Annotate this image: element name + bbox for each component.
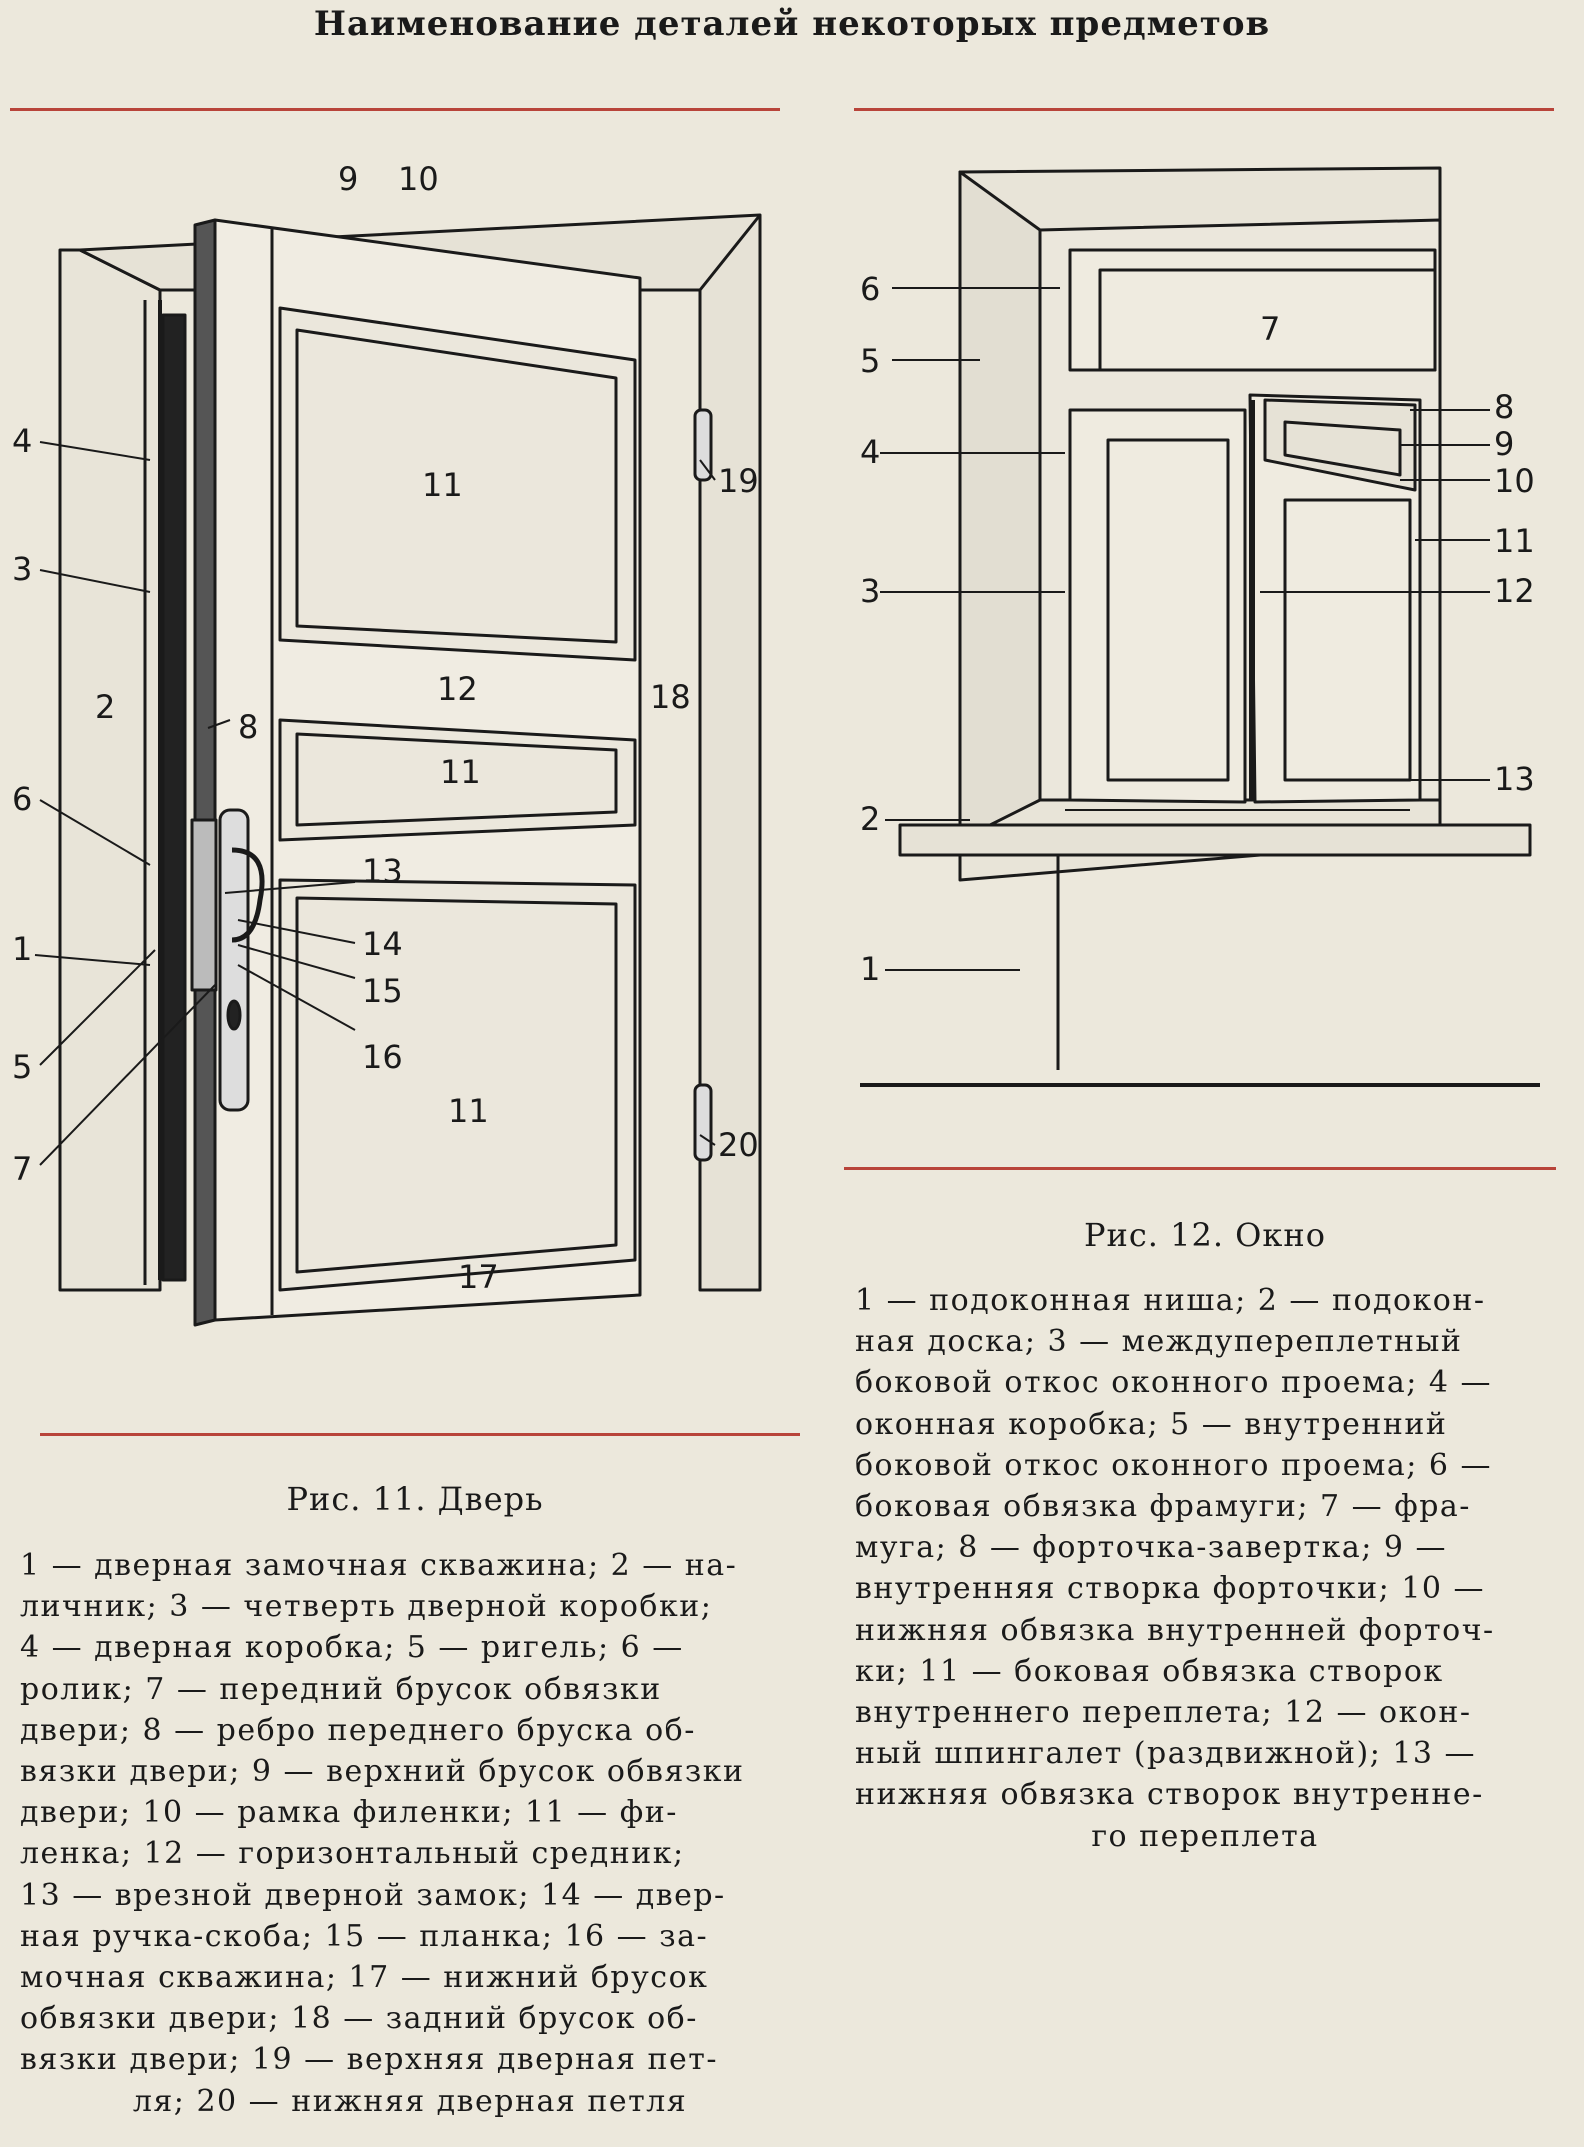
window-callout: 11 bbox=[1494, 522, 1535, 560]
window-legend-line: 1 — подоконная ниша; 2 — подокон- bbox=[855, 1283, 1486, 1318]
window-callout: 7 bbox=[1260, 310, 1280, 348]
door-legend: 1 — дверная замочная скважина; 2 — на- л… bbox=[20, 1545, 800, 2122]
door-callout: 8 bbox=[238, 708, 258, 746]
window-callout: 13 bbox=[1494, 760, 1535, 798]
window-legend-line: боковой откос оконного проема; 6 — bbox=[855, 1447, 1492, 1483]
door-callout: 20 bbox=[718, 1126, 759, 1164]
window-callout: 4 bbox=[860, 433, 880, 471]
window-legend: 1 — подоконная ниша; 2 — подокон- ная до… bbox=[855, 1280, 1555, 1857]
door-figure: 9 10 4 19 11 3 2 12 18 8 11 6 13 1 14 15… bbox=[0, 160, 800, 1360]
window-callout: 9 bbox=[1494, 425, 1514, 463]
door-callout: 11 bbox=[440, 753, 481, 791]
door-legend-line: обвязки двери; 18 — задний брусок об- bbox=[20, 2001, 698, 2037]
door-callout: 4 bbox=[12, 422, 32, 460]
window-callout: 10 bbox=[1494, 462, 1535, 500]
door-callout: 16 bbox=[362, 1038, 403, 1076]
divider-top-left bbox=[10, 108, 780, 111]
door-callout: 18 bbox=[650, 678, 691, 716]
door-legend-line: 1 — дверная замочная скважина; 2 — на- bbox=[20, 1548, 738, 1583]
divider-top-right bbox=[854, 108, 1554, 111]
door-legend-line: ля; 20 — нижняя дверная петля bbox=[132, 2083, 688, 2119]
door-legend-line: мочная скважина; 17 — нижний брусок bbox=[20, 1960, 709, 1996]
window-legend-line: нижняя обвязка внутренней форточ- bbox=[855, 1612, 1495, 1648]
window-legend-line: ки; 11 — боковая обвязка створок bbox=[855, 1653, 1444, 1689]
door-callout: 6 bbox=[12, 780, 32, 818]
window-caption: Рис. 12. Окно bbox=[1083, 1216, 1326, 1254]
door-callout: 12 bbox=[437, 670, 478, 708]
window-callout: 12 bbox=[1494, 572, 1535, 610]
door-legend-line: двери; 8 — ребро переднего бруска об- bbox=[20, 1712, 696, 1748]
door-legend-line: ная ручка-скоба; 15 — планка; 16 — за- bbox=[20, 1918, 709, 1954]
door-callout: 14 bbox=[362, 925, 403, 963]
door-callout: 17 bbox=[458, 1258, 499, 1296]
window-callout: 2 bbox=[860, 800, 880, 838]
window-legend-line: внутреннего переплета; 12 — окон- bbox=[855, 1695, 1472, 1731]
divider-window-bottom bbox=[844, 1167, 1556, 1170]
window-callout: 3 bbox=[860, 572, 880, 610]
door-callout: 11 bbox=[422, 466, 463, 504]
door-callout: 9 bbox=[338, 160, 358, 198]
window-legend-line: оконная коробка; 5 — внутренний bbox=[855, 1406, 1448, 1442]
window-callout: 8 bbox=[1494, 388, 1514, 426]
window-legend-line: боковая обвязка фрамуги; 7 — фра- bbox=[855, 1489, 1471, 1525]
window-legend-line: ный шпингалет (раздвижной); 13 — bbox=[855, 1736, 1477, 1772]
door-legend-line: вязки двери; 9 — верхний брусок обвязки bbox=[20, 1754, 745, 1790]
window-callout: 5 bbox=[860, 342, 880, 380]
door-callout: 1 bbox=[12, 930, 32, 968]
door-legend-line: 4 — дверная коробка; 5 — ригель; 6 — bbox=[20, 1630, 684, 1666]
door-callout: 19 bbox=[718, 462, 759, 500]
window-legend-line: внутренняя створка форточки; 10 — bbox=[855, 1571, 1486, 1607]
window-callout: 1 bbox=[860, 950, 880, 988]
door-legend-line: двери; 10 — рамка филенки; 11 — фи- bbox=[20, 1795, 678, 1831]
door-callout: 3 bbox=[12, 550, 32, 588]
door-callout: 5 bbox=[12, 1048, 32, 1086]
window-legend-line: нижняя обвязка створок внутренне- bbox=[855, 1777, 1484, 1813]
door-legend-line: ролик; 7 — передний брусок обвязки bbox=[20, 1671, 662, 1707]
window-legend-line: муга; 8 — форточка-завертка; 9 — bbox=[855, 1530, 1447, 1566]
window-legend-line: ная доска; 3 — междупереплетный bbox=[855, 1324, 1463, 1360]
door-caption: Рис. 11. Дверь bbox=[286, 1480, 544, 1518]
door-callout: 15 bbox=[362, 972, 403, 1010]
window-figure: 6 7 5 8 4 9 10 11 3 12 13 2 1 bbox=[840, 160, 1570, 1110]
page-title: Наименование деталей некоторых предметов bbox=[313, 4, 1271, 44]
door-callout: 2 bbox=[95, 688, 115, 726]
door-legend-line: ленка; 12 — горизонтальный средник; bbox=[20, 1836, 685, 1872]
door-callout: 11 bbox=[448, 1092, 489, 1130]
window-callout: 6 bbox=[860, 270, 880, 308]
door-callout: 10 bbox=[398, 160, 439, 198]
window-legend-line: го переплета bbox=[1091, 1818, 1319, 1854]
divider-door-bottom bbox=[40, 1433, 800, 1436]
door-legend-line: вязки двери; 19 — верхняя дверная пет- bbox=[20, 2042, 718, 2078]
door-legend-line: личник; 3 — четверть дверной коробки; bbox=[20, 1589, 713, 1625]
door-legend-line: 13 — врезной дверной замок; 14 — двер- bbox=[20, 1877, 726, 1913]
door-callout: 7 bbox=[12, 1150, 32, 1188]
window-legend-line: боковой откос оконного проема; 4 — bbox=[855, 1365, 1492, 1401]
door-callout: 13 bbox=[362, 852, 403, 890]
